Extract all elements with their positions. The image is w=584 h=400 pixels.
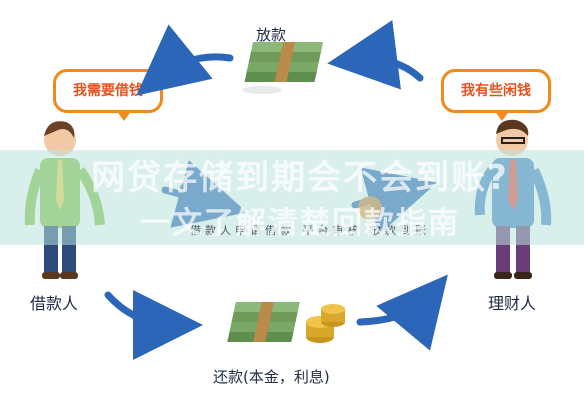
headline-band xyxy=(0,150,584,245)
overlay-headline: 网贷存储到期会不会到账? xyxy=(91,158,509,198)
lender-speech-text: 我有些闲钱 xyxy=(461,83,531,99)
borrower-speech-text: 我需要借钱 xyxy=(73,83,143,99)
repayment-label: 还款(本金，利息) xyxy=(213,368,330,386)
overlay-caption: 借款人申请借款 平台审核 放款到账 xyxy=(190,224,430,237)
arrow-icon xyxy=(356,274,448,351)
arrow-icon xyxy=(327,20,424,90)
arrow-icon xyxy=(104,289,203,360)
borrower-label: 借款人 xyxy=(30,294,79,313)
money-stack-icon xyxy=(227,302,300,342)
loan-disbursement-label: 放款 xyxy=(256,26,287,44)
lender-speech-bubble: 我有些闲钱 xyxy=(441,69,551,121)
money-stack-icon xyxy=(242,42,324,94)
arrow-icon xyxy=(136,24,234,96)
coins-icon xyxy=(306,304,345,343)
overlay-subheadline: 一文了解清楚回款指南 xyxy=(140,206,460,241)
lender-label: 理财人 xyxy=(488,294,537,313)
